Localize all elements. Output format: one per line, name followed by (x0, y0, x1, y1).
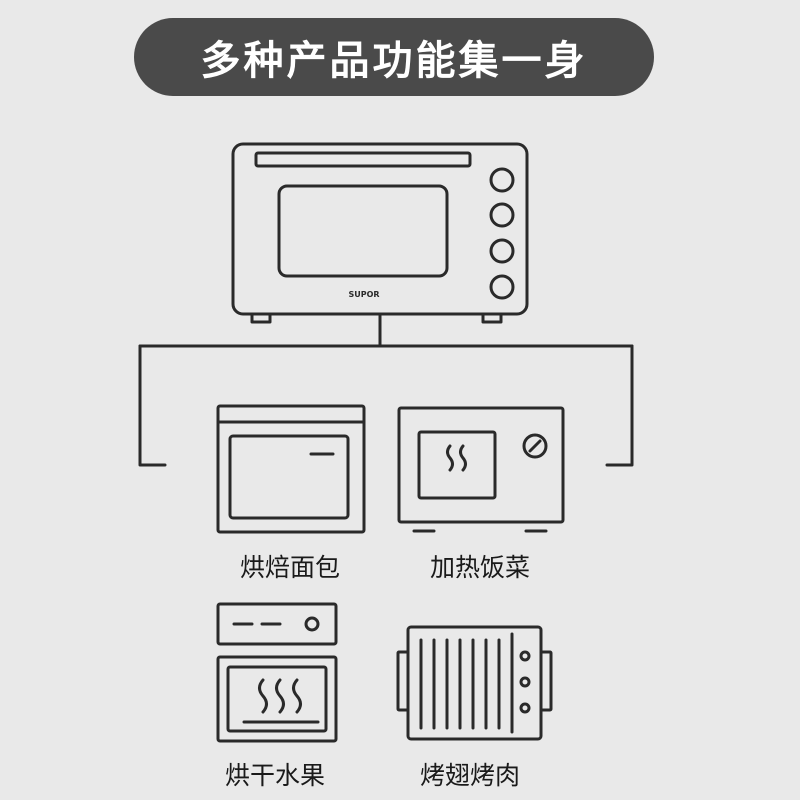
title-banner: 多种产品功能集一身 (134, 18, 654, 96)
oven-bread-icon (216, 404, 366, 534)
caption-bake-bread: 烘焙面包 (239, 553, 340, 582)
caption-reheat-food: 加热饭菜 (429, 553, 530, 582)
grill-icon (396, 625, 553, 741)
main-oven-icon: SUPOR (231, 142, 529, 324)
caption-grill-meat: 烤翅烤肉 (419, 761, 520, 790)
dryer-icon (216, 602, 338, 743)
banner-title: 多种产品功能集一身 (200, 38, 588, 84)
oven-brand-label: SUPOR (348, 290, 379, 299)
connector-lines (138, 314, 634, 467)
microwave-icon (397, 406, 565, 533)
caption-dry-fruit: 烘干水果 (224, 761, 325, 790)
